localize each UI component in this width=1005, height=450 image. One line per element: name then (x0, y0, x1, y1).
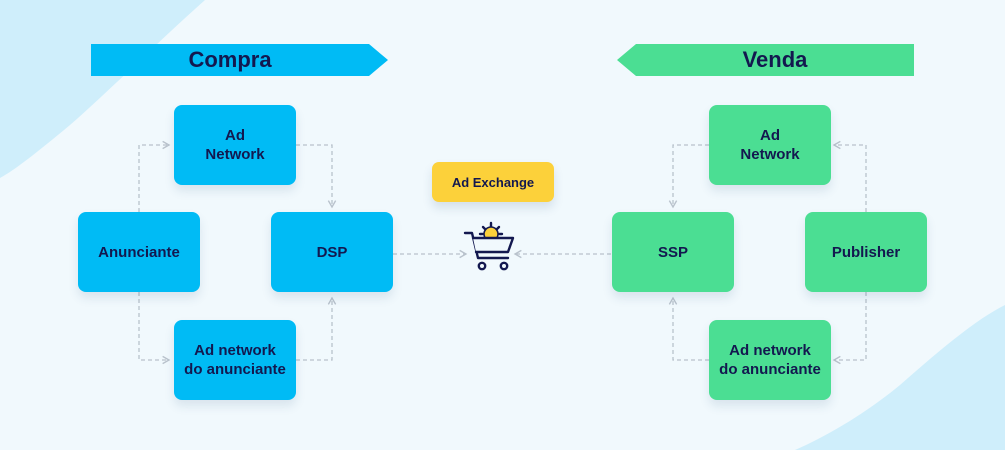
publisher-node: Publisher (805, 212, 927, 292)
shopping-cart-gear-icon (460, 218, 520, 278)
conn-adnetwork-to-ssp (668, 144, 709, 209)
conn-publisher-to-adnetwork (832, 140, 867, 212)
dsp-node: DSP (271, 212, 393, 292)
buy-banner-arrow (91, 44, 388, 76)
conn-advnetwork-to-dsp (296, 296, 337, 361)
bottom-right-blob (795, 305, 1005, 450)
buy-banner-label: Compra (188, 47, 272, 72)
buy-advertiser-network-node: Ad network do anunciante (174, 320, 296, 400)
conn-advnetwork-to-ssp (668, 296, 709, 361)
sell-banner-label: Venda (742, 47, 808, 72)
conn-advertiser-to-advnetwork (138, 292, 171, 365)
conn-advertiser-to-adnetwork (138, 140, 171, 212)
ad-exchange-badge: Ad Exchange (432, 162, 554, 202)
conn-adnetwork-to-dsp (296, 144, 337, 209)
sell-advertiser-network-node: Ad network do anunciante (709, 320, 831, 400)
sell-banner-arrow (617, 44, 914, 76)
sell-ad-network-node: Ad Network (709, 105, 831, 185)
ssp-node: SSP (612, 212, 734, 292)
buy-ad-network-node: Ad Network (174, 105, 296, 185)
conn-publisher-to-advnetwork (832, 292, 867, 365)
advertiser-node: Anunciante (78, 212, 200, 292)
